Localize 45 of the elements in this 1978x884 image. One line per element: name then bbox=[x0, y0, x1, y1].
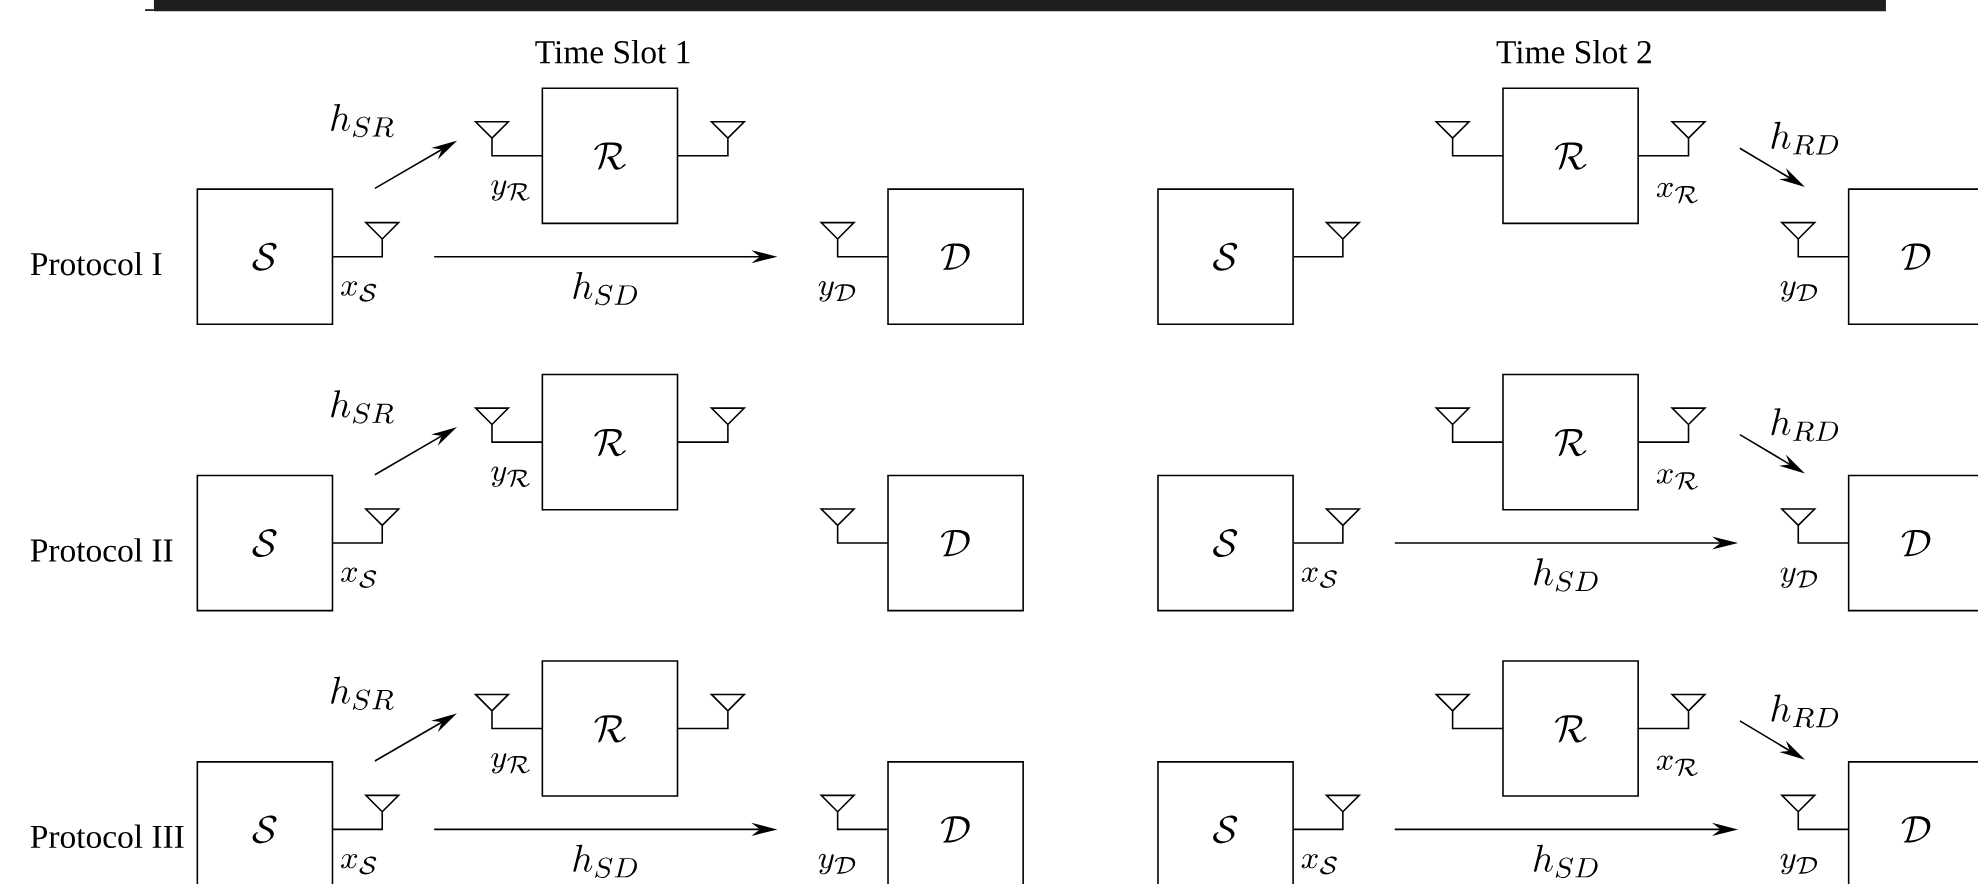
node-box: $\mathcal{R}$ bbox=[541, 373, 679, 511]
signal-label: $y_{\mathcal{D}}$ bbox=[818, 280, 856, 302]
edge-label: $h_{SD}$ bbox=[567, 268, 644, 308]
edge-label: $h_{SR}$ bbox=[325, 672, 399, 713]
node-box: $\mathcal{S}$ bbox=[1157, 474, 1294, 612]
signal-label: $y_{\mathcal{D}}$ bbox=[1780, 280, 1818, 302]
signal-label: $y_{\mathcal{D}}$ bbox=[1780, 853, 1818, 875]
edge-label: $h_{SD}$ bbox=[1528, 554, 1605, 595]
signal-label: $x_{\mathcal{R}}$ bbox=[1656, 755, 1698, 776]
node-box: $\mathcal{D}$ bbox=[1847, 760, 1978, 884]
node-box: $\mathcal{S}$ bbox=[196, 760, 334, 884]
signal-label: $y_{\mathcal{R}}$ bbox=[491, 752, 530, 774]
signal-label: $x_{\mathcal{S}}$ bbox=[1301, 567, 1337, 588]
signal-label: $y_{\mathcal{D}}$ bbox=[1780, 567, 1818, 588]
node-box: $\mathcal{R}$ bbox=[541, 660, 679, 797]
node-box: $\mathcal{D}$ bbox=[1847, 474, 1978, 612]
node-box: $\mathcal{R}$ bbox=[1502, 87, 1639, 224]
signal-label: $y_{\mathcal{D}}$ bbox=[818, 853, 856, 875]
signal-label: $x_{\mathcal{S}}$ bbox=[1301, 853, 1337, 875]
signal-label: $y_{\mathcal{R}}$ bbox=[491, 466, 530, 487]
signal-label: $y_{\mathcal{R}}$ bbox=[491, 180, 530, 201]
node-box: $\mathcal{S}$ bbox=[1157, 760, 1294, 884]
signal-label: $x_{\mathcal{S}}$ bbox=[341, 853, 377, 875]
signal-label: $x_{\mathcal{S}}$ bbox=[341, 567, 377, 588]
edge-label: $h_{RD}$ bbox=[1765, 690, 1845, 731]
node-box: $\mathcal{S}$ bbox=[196, 188, 334, 325]
signal-label: $x_{\mathcal{R}}$ bbox=[1656, 469, 1698, 490]
signal-label: $x_{\mathcal{S}}$ bbox=[341, 281, 377, 302]
signal-label: $x_{\mathcal{R}}$ bbox=[1656, 182, 1698, 204]
node-box: $\mathcal{D}$ bbox=[887, 188, 1024, 325]
edge-label: $h_{SD}$ bbox=[1528, 840, 1605, 881]
row-label: Protocol I bbox=[30, 251, 162, 276]
node-box: $\mathcal{S}$ bbox=[196, 474, 334, 612]
node-box: $\mathcal{R}$ bbox=[1502, 373, 1639, 511]
node-box: $\mathcal{R}$ bbox=[541, 87, 679, 224]
edge-label: $h_{SR}$ bbox=[325, 386, 399, 427]
node-box: $\mathcal{D}$ bbox=[1847, 188, 1978, 325]
edge-label: $h_{RD}$ bbox=[1765, 118, 1845, 158]
node-box: $\mathcal{D}$ bbox=[887, 760, 1024, 884]
node-box: $\mathcal{S}$ bbox=[1157, 188, 1294, 325]
node-box: $\mathcal{D}$ bbox=[887, 474, 1024, 612]
node-box: $\mathcal{R}$ bbox=[1502, 660, 1639, 797]
edge-label: $h_{RD}$ bbox=[1765, 404, 1845, 445]
edge-label: $h_{SD}$ bbox=[567, 840, 644, 881]
edge-label: $h_{SR}$ bbox=[325, 100, 399, 140]
